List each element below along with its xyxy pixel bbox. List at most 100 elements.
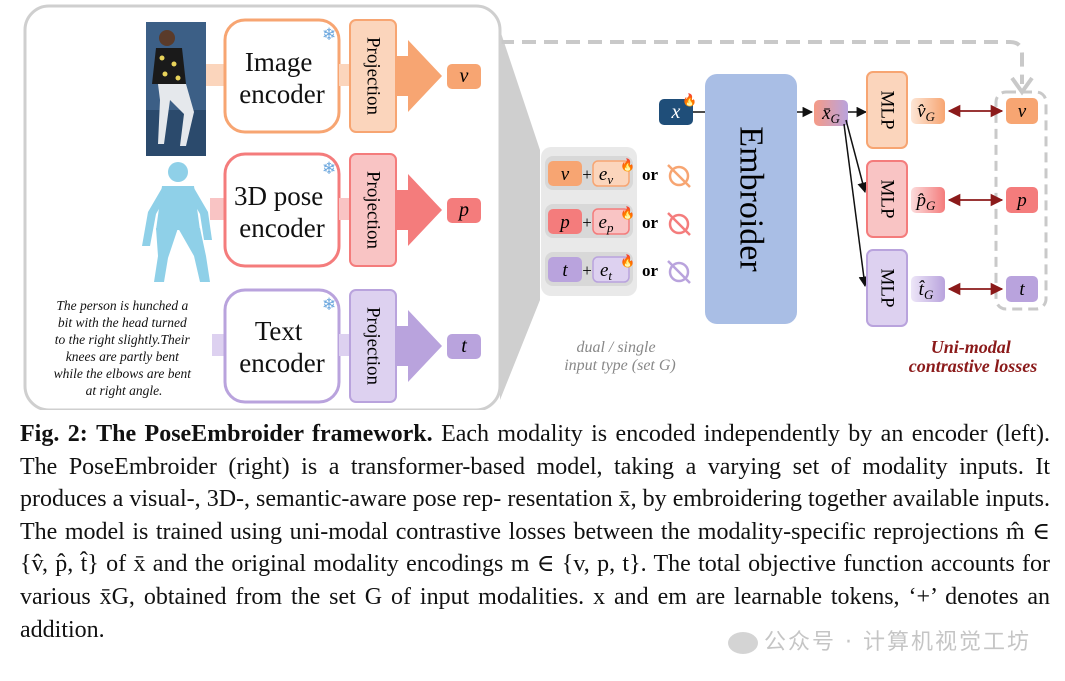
no-input-icon (667, 164, 691, 188)
target-v-label: v (1018, 101, 1027, 122)
token-p[interactable] (447, 198, 481, 223)
framework-diagram: The person is hunched a bit with the hea… (23, 4, 1048, 410)
text-encoder-label: Text encoder (239, 316, 324, 378)
xg-token-label: x̄G (821, 103, 840, 126)
input-type-caption: dual / single input type (set G) (564, 339, 676, 374)
flame-icon: 🔥 (620, 206, 635, 220)
or-label: or (642, 165, 659, 184)
target-v-token[interactable] (1006, 98, 1038, 124)
embed-ep-token[interactable] (592, 208, 630, 235)
input-t-token[interactable] (548, 257, 582, 282)
t-hat-token[interactable] (911, 276, 945, 302)
input-v-token[interactable] (548, 161, 582, 186)
input-p-token[interactable] (548, 209, 582, 234)
embed-ev-token[interactable] (592, 160, 630, 187)
pose-projection-arrow (396, 174, 442, 246)
watermark: 公众号 · 计算机视觉工坊 (728, 624, 1031, 656)
image-bridge (339, 64, 350, 86)
watermark-text: 公众号 · 计算机视觉工坊 (764, 630, 1031, 655)
token-v-label: v (460, 65, 469, 87)
flame-icon: 🔥 (620, 158, 635, 172)
mlp-p-box[interactable] (866, 160, 908, 238)
xg-token[interactable] (814, 100, 848, 126)
input-t-label: t (562, 260, 568, 281)
pose-projection-label: Projection (363, 171, 384, 250)
v-hat-token[interactable] (911, 98, 945, 124)
caption-line-1: Each modality is encoded independently (441, 421, 840, 447)
v-hat-label: v̂G (917, 101, 935, 124)
figure-caption: Fig. 2: The PoseEmbroider framework. Eac… (20, 418, 1050, 646)
input-row-p: p + ep 🔥 or (545, 204, 691, 238)
snowflake-icon: ❄ (322, 25, 336, 45)
t-hat-label: t̂G (919, 279, 934, 302)
caption-title: The PoseEmbroider framework. (96, 421, 433, 447)
x-token-label: x (671, 101, 681, 123)
caption-line-4: resentation x̄, by embroidering together… (20, 486, 1050, 545)
embed-ev-label: ev (599, 164, 613, 187)
embed-et-label: et (600, 260, 612, 283)
caption-line-7: accounts for various x̄G, obtained from … (20, 551, 1051, 610)
token-t-label: t (461, 335, 467, 357)
pose-encoder-row: 3D pose encoder ❄ Projection p (210, 152, 481, 268)
caption-line-8: learnable tokens, ‘+’ denotes an additio… (20, 583, 1051, 643)
mlp-p-label: MLP (877, 179, 898, 218)
target-t-token[interactable] (1006, 276, 1038, 302)
person-photo (146, 22, 206, 156)
caption-line-2: by an encoder (left). The PoseEmbroider … (20, 421, 1051, 480)
text-bridge (339, 334, 350, 356)
text-projection-arrow (396, 310, 442, 382)
plus-sign: + (582, 261, 592, 280)
3d-pose-mesh (142, 162, 212, 282)
image-projection-arrow (396, 40, 442, 112)
pose-bridge (339, 198, 350, 220)
or-label: or (642, 213, 659, 232)
embed-ep-label: ep (599, 212, 614, 235)
loss-caption: Uni-modal contrastive losses (909, 337, 1038, 376)
dashed-return-arrow (500, 40, 1024, 84)
embroider-label: Embroider (733, 126, 770, 272)
token-p-label: p (457, 199, 469, 221)
xg-to-mlp3-arrow (843, 123, 869, 288)
pose-input-bar (210, 198, 226, 220)
input-row-v: v + ev 🔥 or (545, 156, 691, 190)
text-encoder-row: Text encoder ❄ Projection t (212, 288, 481, 404)
text-input-bar (212, 334, 226, 356)
x-token[interactable] (659, 99, 693, 125)
zoom-funnel (500, 30, 540, 400)
flame-icon: 🔥 (620, 254, 635, 268)
target-p-token[interactable] (1006, 187, 1038, 213)
caption-line-6: of x̄ and the original modality encoding… (106, 551, 924, 578)
or-label: or (642, 261, 659, 280)
snowflake-icon: ❄ (322, 295, 336, 315)
target-t-label: t (1019, 279, 1025, 300)
mlp-t-label: MLP (877, 268, 898, 307)
p-hat-label: p̂G (915, 190, 937, 213)
target-p-label: p (1015, 190, 1027, 211)
embroider-block[interactable] (705, 74, 797, 324)
no-input-icon (667, 212, 691, 236)
no-input-icon (667, 260, 691, 284)
caption-label: Fig. 2: (20, 421, 88, 447)
caption-line-5: uni-modal contrastive losses between the… (20, 518, 1051, 578)
embed-et-token[interactable] (592, 256, 630, 283)
input-row-t: t + et 🔥 or (545, 252, 691, 286)
mlp-t-box[interactable] (866, 249, 908, 327)
plus-sign: + (582, 213, 592, 232)
xg-to-mlp2-arrow (845, 119, 868, 194)
pose-encoder-label: 3D pose encoder (234, 181, 330, 243)
flame-icon: 🔥 (682, 93, 697, 107)
snowflake-icon: ❄ (322, 159, 336, 179)
image-encoder-row: Image encoder ❄ Projection v (206, 18, 481, 134)
caption-line-3: a varying set of modality inputs. It pro… (20, 453, 1051, 513)
input-p-label: p (558, 212, 570, 233)
wechat-icon (728, 632, 759, 654)
token-t[interactable] (447, 334, 481, 359)
text-projection-label: Projection (363, 307, 384, 386)
plus-sign: + (582, 165, 592, 184)
image-encoder-label: Image encoder (239, 47, 324, 109)
mlp-v-box[interactable] (866, 71, 908, 149)
p-hat-token[interactable] (911, 187, 945, 213)
input-v-label: v (561, 164, 570, 185)
token-v[interactable] (447, 64, 481, 89)
image-input-bar (206, 64, 226, 86)
